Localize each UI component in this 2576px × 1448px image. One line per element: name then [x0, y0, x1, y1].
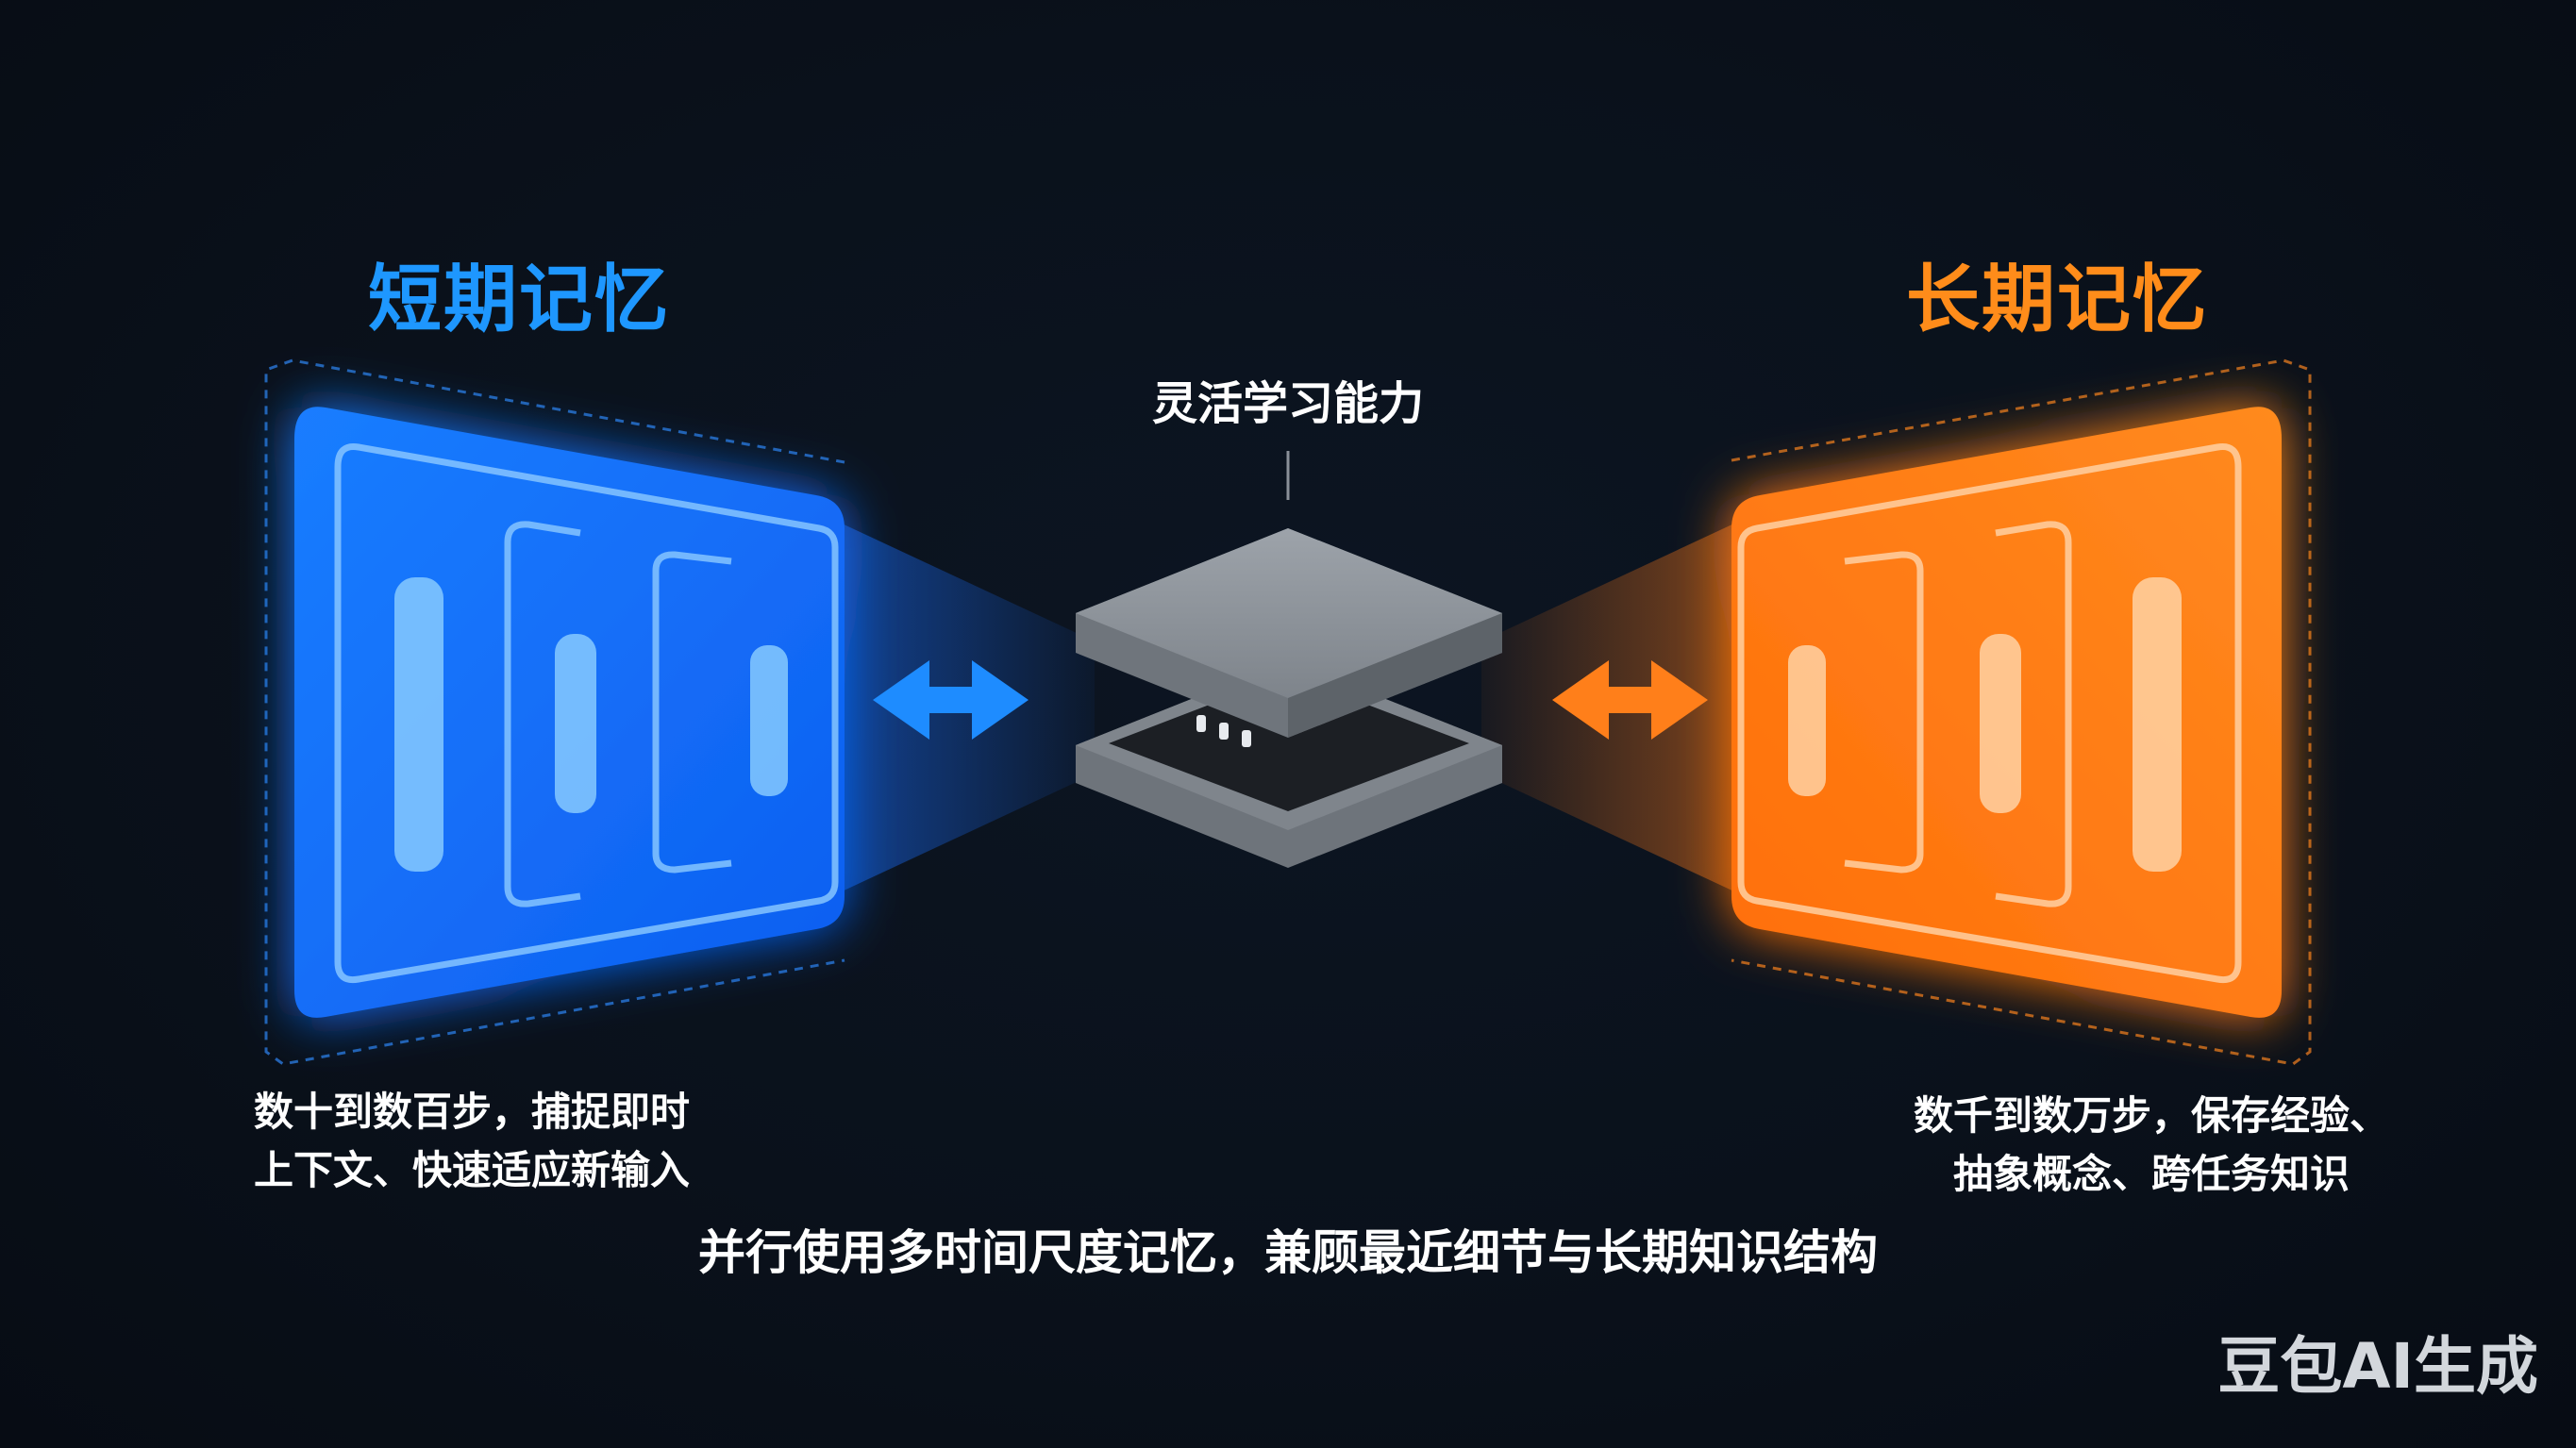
- long-term-bars-icon: [1788, 577, 2182, 872]
- short-term-dashed-frame: [264, 358, 845, 1066]
- short-term-bars-icon: [394, 577, 788, 872]
- processor-chip-icon: [1076, 528, 1502, 868]
- long-term-desc-line1: 数千到数万步，保存经验、: [1913, 1092, 2389, 1139]
- long-term-description: 数千到数万步，保存经验、 抽象概念、跨任务知识: [1783, 1087, 2519, 1204]
- summary-caption: 并行使用多时间尺度记忆，兼顾最近细节与长期知识结构: [698, 1225, 1878, 1280]
- short-term-title: 短期记忆: [367, 258, 670, 342]
- watermark: 豆包AI生成: [2217, 1330, 2538, 1403]
- short-term-description: 数十到数百步，捕捉即时 上下文、快速适应新输入: [113, 1083, 830, 1200]
- long-term-panel-inner: [1737, 442, 2242, 984]
- short-term-double-arrow-icon: [873, 660, 1029, 740]
- long-term-desc-line2: 抽象概念、跨任务知识: [1952, 1151, 2350, 1197]
- long-term-double-arrow-icon: [1552, 660, 1708, 740]
- short-term-desc-line2: 上下文、快速适应新输入: [253, 1147, 690, 1193]
- long-term-title: 长期记忆: [1905, 258, 2208, 342]
- short-term-desc-line1: 数十到数百步，捕捉即时: [253, 1089, 690, 1135]
- short-term-panel-inner: [334, 442, 839, 984]
- long-term-dashed-frame: [1731, 358, 2312, 1066]
- center-label: 灵活学习能力: [1151, 377, 1424, 430]
